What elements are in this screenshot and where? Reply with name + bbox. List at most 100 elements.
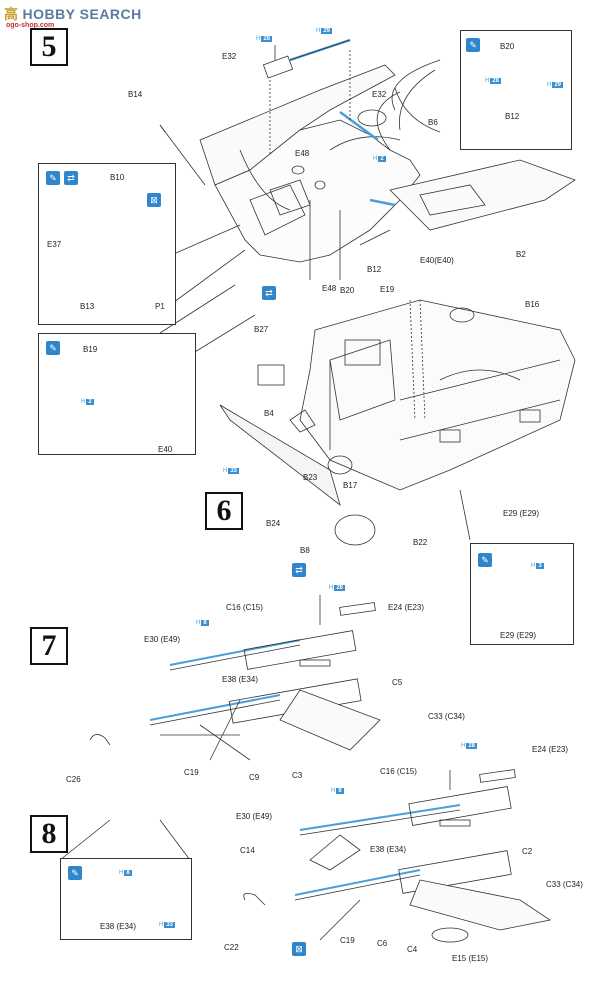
part-label-b6: B6 <box>428 118 438 127</box>
part-label-b12: B12 <box>505 112 520 121</box>
rotate-model-icon: ⇄ <box>292 563 306 577</box>
part-label-c2: C2 <box>522 847 533 856</box>
step-number-6: 6 <box>205 492 243 530</box>
part-label-e32: E32 <box>372 90 387 99</box>
part-label-c16: C16 (C15) <box>380 767 417 776</box>
step8-gun <box>59 769 552 943</box>
rotate-model-icon: ⇄ <box>64 171 78 185</box>
step5-inset-box-left <box>38 163 176 325</box>
paint-number: 2 <box>86 399 94 405</box>
part-label-b27: B27 <box>254 325 269 334</box>
rotate-model-icon: ⇄ <box>262 286 276 300</box>
paint-number: 29 <box>321 28 333 34</box>
paint-number: 33 <box>164 922 176 928</box>
part-label-e30: E30 (E49) <box>144 635 181 644</box>
part-label-b23: B23 <box>303 473 318 482</box>
paint-number: 33 <box>228 468 240 474</box>
paint-prefix: H <box>461 743 466 749</box>
step7-gun <box>89 595 381 761</box>
paint-number: 8 <box>336 788 344 794</box>
part-label-b14: B14 <box>128 90 143 99</box>
part-label-e29: E29 (E29) <box>500 631 537 640</box>
paint-prefix: H <box>373 156 378 162</box>
paint-number: 28 <box>261 36 273 42</box>
part-label-c22: C22 <box>224 943 239 952</box>
paint-prefix: H <box>196 620 201 626</box>
paint-number: 28 <box>466 743 478 749</box>
part-label-c6: C6 <box>377 939 388 948</box>
part-label-e48: E48 <box>322 284 337 293</box>
part-label-e32: E32 <box>222 52 237 61</box>
part-label-e19: E19 <box>380 285 395 294</box>
part-label-b10: B10 <box>110 173 125 182</box>
paint-prefix: H <box>256 36 261 42</box>
part-label-b19: B19 <box>83 345 98 354</box>
part-label-c16: C16 (C15) <box>226 603 263 612</box>
part-label-c33: C33 (C34) <box>546 880 583 889</box>
part-label-c3: C3 <box>292 771 303 780</box>
part-label-b4: B4 <box>264 409 274 418</box>
paint-brush-icon: ✎ <box>466 38 480 52</box>
part-label-b13: B13 <box>80 302 95 311</box>
step6-inset-box-left <box>38 333 196 455</box>
paint-prefix: H <box>329 585 334 591</box>
part-label-b12: B12 <box>367 265 382 274</box>
paint-number: 3 <box>536 563 544 569</box>
paint-number: 28 <box>490 78 502 84</box>
part-label-b24: B24 <box>266 519 281 528</box>
paint-prefix: H <box>223 468 228 474</box>
paint-number: 8 <box>201 620 209 626</box>
part-label-c4: C4 <box>407 945 418 954</box>
part-label-p1: P1 <box>155 302 165 311</box>
part-label-e29: E29 (E29) <box>503 509 540 518</box>
part-label-e40: E40 <box>158 445 173 454</box>
watermark-sub: ogo-shop.com <box>6 22 55 29</box>
step6-hull <box>219 299 576 546</box>
part-label-e15: E15 (E15) <box>452 954 489 963</box>
paint-number: 2 <box>378 156 386 162</box>
cement-glue-icon: ⊠ <box>147 193 161 207</box>
part-label-c5: C5 <box>392 678 403 687</box>
paint-prefix: H <box>119 870 124 876</box>
part-label-e40: E40(E40) <box>420 256 454 265</box>
part-label-c19: C19 <box>184 768 199 777</box>
part-label-c9: C9 <box>249 773 260 782</box>
paint-prefix: H <box>547 82 552 88</box>
step5-hull-deck <box>159 38 576 280</box>
paint-brush-icon: ✎ <box>46 341 60 355</box>
step-number-7: 7 <box>30 627 68 665</box>
step-number-5: 5 <box>30 28 68 66</box>
part-label-e24: E24 (E23) <box>388 603 425 612</box>
part-label-c14: C14 <box>240 846 255 855</box>
paint-prefix: H <box>331 788 336 794</box>
part-label-b17: B17 <box>343 481 358 490</box>
part-label-b2: B2 <box>516 250 526 259</box>
part-label-b8: B8 <box>300 546 310 555</box>
paint-number: 29 <box>552 82 564 88</box>
part-label-b20: B20 <box>340 286 355 295</box>
paint-number: 28 <box>334 585 346 591</box>
part-label-c33: C33 (C34) <box>428 712 465 721</box>
part-label-e38: E38 (E34) <box>222 675 259 684</box>
paint-prefix: H <box>159 922 164 928</box>
part-label-c19: C19 <box>340 936 355 945</box>
part-label-e38: E38 (E34) <box>370 845 407 854</box>
cement-glue-icon: ⊠ <box>292 942 306 956</box>
paint-prefix: H <box>316 28 321 34</box>
watermark-text: HOBBY SEARCH <box>22 6 142 22</box>
part-label-b22: B22 <box>413 538 428 547</box>
paint-brush-icon: ✎ <box>46 171 60 185</box>
part-label-e30: E30 (E49) <box>236 812 273 821</box>
paint-prefix: H <box>531 563 536 569</box>
